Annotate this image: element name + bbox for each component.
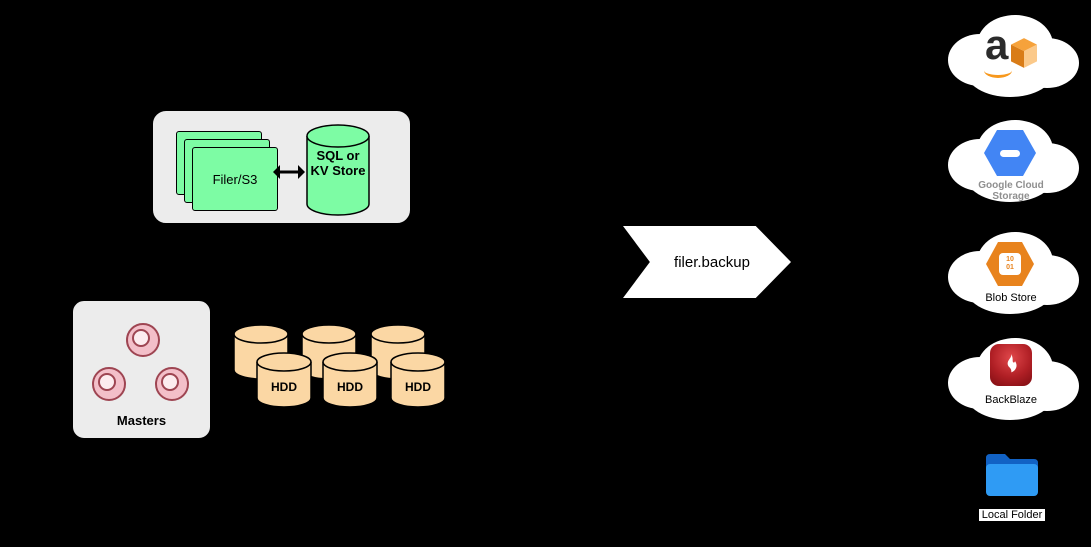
master-node-hole	[132, 329, 150, 347]
hdd-cylinder: HDD	[390, 352, 446, 410]
masters-label: Masters	[116, 413, 167, 428]
local-folder-icon	[986, 454, 1038, 496]
hdd-label: HDD	[405, 380, 431, 394]
hdd-label: HDD	[337, 380, 363, 394]
sql-kv-store-label: SQL or KV Store	[310, 148, 366, 178]
cloud-backblaze: BackBlaze	[935, 328, 1087, 428]
master-node-icon	[92, 367, 126, 401]
backblaze-label: BackBlaze	[985, 394, 1037, 406]
amazon-smile-icon	[984, 63, 1012, 78]
backblaze-icon	[990, 344, 1032, 386]
sql-kv-store-cylinder: SQL or KV Store	[306, 124, 370, 216]
filer-s3-label: Filer/S3	[212, 171, 258, 187]
bidirectional-arrow-icon	[273, 165, 305, 179]
master-node-icon	[155, 367, 189, 401]
blob-store-inner: 10 01	[999, 253, 1021, 275]
blob-icon-text-top: 10	[1006, 256, 1014, 263]
aws-cube-icon	[1011, 38, 1037, 68]
blob-store-label: Blob Store	[985, 292, 1037, 304]
amazon-s3-icon: a	[979, 21, 1041, 85]
cylinder-shape	[306, 124, 370, 216]
amazon-logo-letter: a	[985, 21, 1009, 68]
cloud-amazon-s3: a	[935, 5, 1087, 105]
hdd-cylinder: HDD	[256, 352, 312, 410]
local-folder: Local Folder	[957, 446, 1067, 523]
filer-backup-arrow: filer.backup	[623, 226, 791, 298]
master-node-hole	[98, 373, 116, 391]
local-folder-label: Local Folder	[978, 509, 1046, 521]
cloud-google-cloud-storage: Google Cloud Storage	[935, 110, 1087, 210]
hdd-cylinder: HDD	[322, 352, 378, 410]
master-node-hole	[161, 373, 179, 391]
masters-box: Masters	[72, 300, 211, 439]
google-cloud-dash	[1000, 149, 1020, 157]
google-cloud-label: Google Cloud Storage	[978, 180, 1044, 202]
filer-s3-node: Filer/S3	[192, 147, 278, 211]
filer-backup-label: filer.backup	[674, 253, 750, 271]
flame-icon	[1007, 353, 1017, 373]
hdd-label: HDD	[271, 380, 297, 394]
master-node-icon	[126, 323, 160, 357]
cloud-blob-store: 10 01 Blob Store	[935, 222, 1087, 322]
blob-icon-text-bottom: 01	[1006, 264, 1014, 271]
